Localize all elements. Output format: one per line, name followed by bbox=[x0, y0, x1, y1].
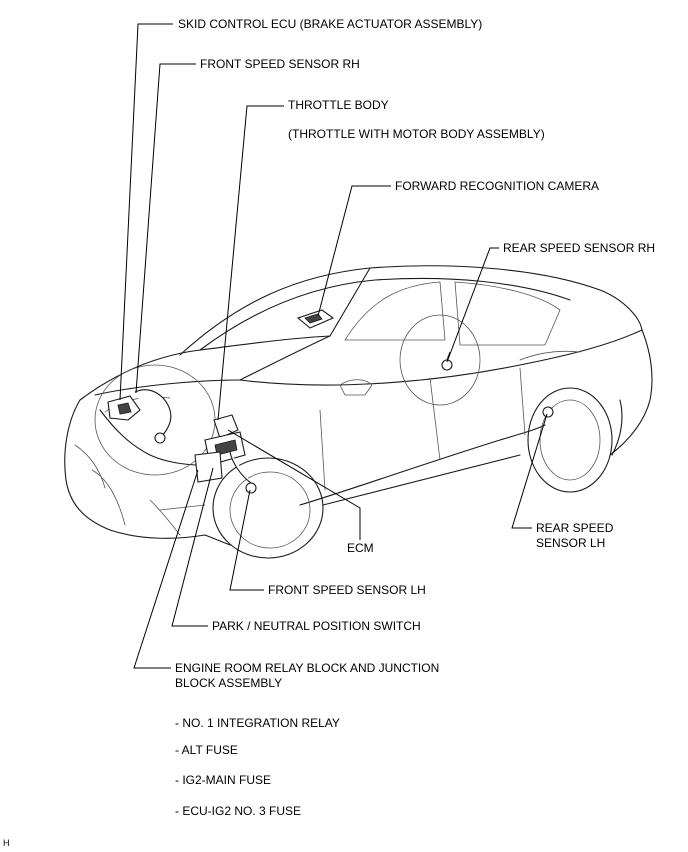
label-engine-room-relay-block-line1: ENGINE ROOM RELAY BLOCK AND JUNCTION bbox=[175, 661, 440, 675]
leader-throttle-body bbox=[217, 105, 284, 421]
rear-speed-sensor-rh-part bbox=[441, 351, 453, 371]
leader-park-neutral-switch bbox=[171, 467, 214, 627]
leader-front-speed-sensor-lh bbox=[229, 489, 264, 591]
rear-speed-sensor-lh-part bbox=[542, 406, 554, 418]
sub-item-ig2-main-fuse: - IG2-MAIN FUSE bbox=[175, 773, 272, 787]
label-rear-speed-sensor-lh-line2: SENSOR LH bbox=[536, 536, 606, 550]
skid-control-ecu-part bbox=[107, 395, 141, 421]
camera-part bbox=[296, 309, 335, 329]
front-speed-sensor-rh-part bbox=[134, 389, 172, 444]
label-park-neutral-position-switch: PARK / NEUTRAL POSITION SWITCH bbox=[212, 619, 421, 633]
label-engine-room-relay-block: ENGINE ROOM RELAY BLOCK AND JUNCTION BLO… bbox=[175, 661, 439, 691]
label-ecm: ECM bbox=[347, 541, 374, 555]
label-engine-room-relay-block-line2: BLOCK ASSEMBLY bbox=[175, 676, 283, 690]
leader-front-speed-sensor-rh bbox=[135, 63, 196, 394]
leader-ecm bbox=[227, 429, 361, 540]
label-rear-speed-sensor-rh: REAR SPEED SENSOR RH bbox=[503, 241, 656, 255]
label-throttle-body-sub: (THROTTLE WITH MOTOR BODY ASSEMBLY) bbox=[288, 127, 545, 141]
leader-rear-speed-sensor-lh bbox=[511, 413, 548, 529]
leader-lines bbox=[119, 23, 548, 669]
sub-item-ecu-ig2-fuse: - ECU-IG2 NO. 3 FUSE bbox=[175, 804, 302, 818]
label-rear-speed-sensor-lh-line1: REAR SPEED bbox=[536, 521, 614, 535]
label-throttle-body: THROTTLE BODY bbox=[288, 98, 389, 112]
leader-relay-block bbox=[133, 469, 199, 669]
label-skid-control-ecu: SKID CONTROL ECU (BRAKE ACTUATOR ASSEMBL… bbox=[178, 17, 483, 31]
corner-mark: H bbox=[3, 838, 10, 848]
sub-item-alt-fuse: - ALT FUSE bbox=[175, 743, 238, 757]
leader-forward-recognition-camera bbox=[317, 185, 391, 317]
leader-rear-speed-sensor-rh bbox=[446, 247, 499, 363]
leader-skid-control-ecu bbox=[119, 23, 173, 401]
car-body-outline bbox=[64, 265, 653, 559]
label-front-speed-sensor-rh: FRONT SPEED SENSOR RH bbox=[200, 57, 360, 71]
relay-block-part bbox=[194, 451, 223, 483]
front-speed-sensor-lh-part bbox=[229, 451, 257, 494]
label-rear-speed-sensor-lh: REAR SPEED SENSOR LH bbox=[536, 521, 613, 551]
label-front-speed-sensor-lh: FRONT SPEED SENSOR LH bbox=[268, 583, 426, 597]
sub-item-integration-relay: - NO. 1 INTEGRATION RELAY bbox=[175, 716, 340, 730]
label-forward-recognition-camera: FORWARD RECOGNITION CAMERA bbox=[395, 179, 600, 193]
